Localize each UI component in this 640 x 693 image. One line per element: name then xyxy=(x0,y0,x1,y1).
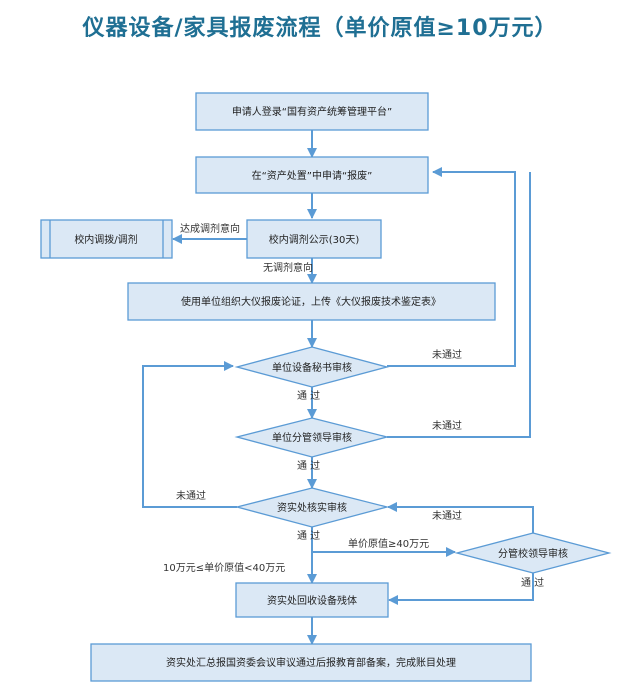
node-leader-label: 单位分管领导审核 xyxy=(272,431,352,444)
arrow-secretary-fail xyxy=(387,167,516,367)
node-school-leader: 分管校领导审核 xyxy=(454,532,612,574)
label-fail-asset: 未通过 xyxy=(176,489,206,502)
node-demonstrate: 使用单位组织大仪报废论证，上传《大仪报废技术鉴定表》 xyxy=(127,282,496,321)
connectors xyxy=(142,130,534,645)
node-transfer: 校内调拨/调剂 xyxy=(40,219,173,259)
label-no-intent: 无调剂意向 xyxy=(263,261,313,274)
node-final: 资实处汇总报国资委会议审议通过后报教育部备案，完成账目处理 xyxy=(90,643,532,682)
page-title: 仪器设备/家具报废流程（单价原值≥10万元） xyxy=(82,16,558,41)
label-pass-school: 通 过 xyxy=(521,576,544,589)
node-login: 申请人登录“国有资产统筹管理平台” xyxy=(195,92,429,131)
arrow-asset-fail xyxy=(142,361,237,508)
label-fail-school: 未通过 xyxy=(432,509,462,522)
node-school-leader-label: 分管校领导审核 xyxy=(498,547,568,560)
label-pass-secretary: 通 过 xyxy=(297,389,320,402)
node-secretary-label: 单位设备秘书审核 xyxy=(272,361,352,374)
node-asset-review: 资实处核实审核 xyxy=(234,487,390,528)
node-publicity-label: 校内调剂公示(30天) xyxy=(269,233,360,246)
node-publicity: 校内调剂公示(30天) xyxy=(246,219,382,259)
label-pass-leader: 通 过 xyxy=(297,459,320,472)
arrow-schoolleader-fail xyxy=(387,502,534,533)
node-final-label: 资实处汇总报国资委会议审议通过后报教育部备案，完成账目处理 xyxy=(166,656,456,669)
node-leader: 单位分管领导审核 xyxy=(234,417,390,458)
label-fail-leader: 未通过 xyxy=(432,419,462,432)
label-pass-asset: 通 过 xyxy=(297,529,320,542)
label-fail-secretary: 未通过 xyxy=(432,348,462,361)
node-transfer-label: 校内调拨/调剂 xyxy=(74,233,137,246)
arrow-schoolleader-recycle xyxy=(388,573,534,605)
node-asset-review-label: 资实处核实审核 xyxy=(277,501,347,514)
node-recycle: 资实处回收设备残体 xyxy=(235,582,389,618)
node-demonstrate-label: 使用单位组织大仪报废论证，上传《大仪报废技术鉴定表》 xyxy=(181,295,441,308)
node-apply-label: 在“资产处置”中申请“报废” xyxy=(252,169,373,182)
node-recycle-label: 资实处回收设备残体 xyxy=(267,594,357,607)
node-apply: 在“资产处置”中申请“报废” xyxy=(195,156,429,194)
arrow-leader-fail xyxy=(387,172,531,438)
node-secretary: 单位设备秘书审核 xyxy=(234,346,390,388)
label-range-high: 单价原值≥40万元 xyxy=(348,537,429,550)
label-range-low: 10万元≤单价原值<40万元 xyxy=(163,561,285,574)
node-login-label: 申请人登录“国有资产统筹管理平台” xyxy=(232,105,392,118)
label-intent: 达成调剂意向 xyxy=(180,222,240,235)
